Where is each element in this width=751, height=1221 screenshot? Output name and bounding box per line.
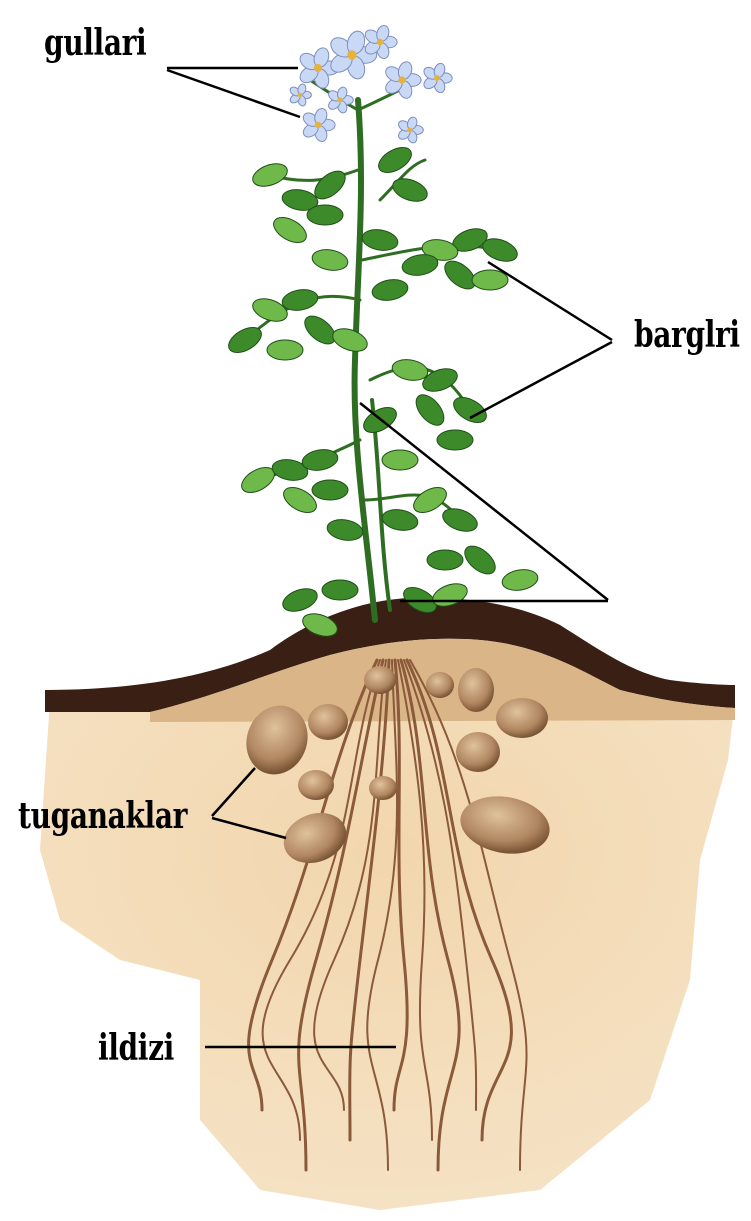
- tuber: [308, 704, 348, 740]
- leaflet: [374, 142, 415, 177]
- tuber: [496, 698, 548, 738]
- leaflet: [322, 580, 358, 600]
- leaflet: [501, 567, 540, 593]
- leaflet: [330, 324, 371, 355]
- leaves: [224, 142, 539, 640]
- label-roots: ildizi: [98, 1027, 174, 1069]
- flower: [288, 83, 311, 107]
- subsoil: [40, 700, 735, 1210]
- leaflet: [311, 247, 350, 273]
- leaves-pointer-lower: [470, 342, 612, 418]
- leaflet: [267, 340, 303, 360]
- flowers-pointer-lower: [167, 70, 300, 117]
- flower: [422, 62, 453, 94]
- leaflet: [427, 550, 463, 570]
- leaflet: [411, 390, 449, 430]
- leaflet: [300, 311, 340, 349]
- leaflet: [460, 541, 500, 579]
- leaflet: [250, 159, 291, 190]
- leaflet: [440, 504, 481, 535]
- leaflet: [472, 270, 508, 290]
- leaflet: [307, 205, 343, 225]
- label-flowers: gullari: [44, 22, 146, 64]
- leaflet: [381, 507, 420, 533]
- label-leaves: barglri: [634, 314, 740, 356]
- tuber: [458, 668, 494, 712]
- leaflet: [312, 480, 348, 500]
- leaflet: [326, 517, 365, 543]
- leaflet: [269, 212, 310, 247]
- flower: [327, 86, 354, 114]
- tuber: [456, 732, 500, 772]
- tuber: [298, 770, 334, 800]
- tuber: [369, 776, 397, 800]
- flower: [397, 116, 424, 144]
- leaves-pointer-upper: [488, 262, 612, 340]
- flowers: [288, 24, 452, 144]
- tuber: [426, 672, 454, 698]
- flower: [301, 107, 335, 143]
- leaflet: [390, 174, 431, 205]
- tuber: [364, 666, 396, 694]
- leaflet: [361, 227, 400, 253]
- leaflet: [382, 450, 418, 470]
- label-tubers: tuganaklar: [18, 795, 187, 837]
- leaflet: [280, 584, 321, 615]
- leaflet: [437, 430, 473, 450]
- leaflet: [371, 277, 410, 303]
- leaflet: [391, 357, 430, 383]
